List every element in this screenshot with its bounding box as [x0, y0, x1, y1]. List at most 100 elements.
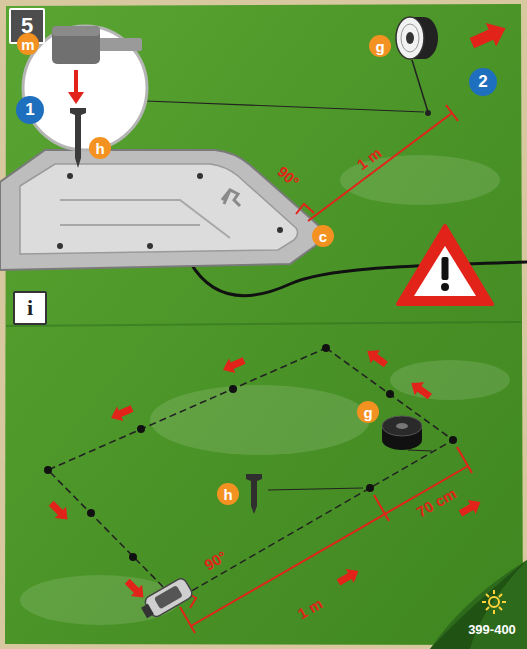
callout-number: 1: [16, 96, 44, 124]
direction-arrow: [108, 401, 136, 425]
mower-small: [138, 577, 194, 622]
magnifier: [23, 26, 147, 150]
direction-arrow: [122, 576, 150, 604]
magnifier: [52, 26, 100, 64]
pegs: [87, 509, 95, 517]
dimension-lines: [180, 447, 472, 633]
grass-texture: [390, 360, 510, 400]
callout-letter: m: [17, 33, 39, 55]
direction-arrow: [334, 564, 362, 589]
pegs: [129, 553, 137, 561]
sun-icon: [493, 590, 495, 594]
peg: [246, 474, 262, 514]
pegs: [44, 466, 52, 474]
warning-sign: [398, 226, 492, 304]
pegs: [229, 385, 237, 393]
sun-icon: [489, 597, 499, 607]
sun-icon: [486, 607, 489, 610]
leader-line: [146, 101, 424, 112]
boundary-wire-loop: [48, 348, 453, 600]
dimension: 1 m: [351, 141, 386, 174]
magnifier: [74, 70, 78, 94]
leader-line: [408, 450, 432, 451]
wire-spool: [396, 423, 408, 429]
direction-arrow: [467, 16, 511, 54]
mower: [0, 150, 321, 270]
mower: [277, 227, 283, 233]
magnifier: [98, 38, 142, 51]
wire-spool: [382, 416, 422, 450]
callout-letter: h: [89, 137, 111, 159]
sun-icon: [499, 594, 502, 597]
callout-letter: g: [369, 35, 391, 57]
dimension: 90°: [272, 160, 305, 192]
sun-icon: [486, 594, 489, 597]
sun-icon: [482, 601, 486, 603]
sun-icon: [502, 601, 506, 603]
wire-spool: [406, 32, 414, 44]
sun-icon: [482, 590, 506, 614]
dimension-lines: [191, 466, 468, 626]
callout-letter: g: [357, 401, 379, 423]
magnifier: [52, 26, 100, 36]
sun-icon: [493, 610, 495, 614]
lawn: [5, 4, 523, 645]
grass-texture: [150, 385, 370, 455]
dimension-lines: [374, 495, 389, 521]
dimension-lines: [457, 447, 472, 473]
warning-sign: [441, 283, 449, 291]
dimension: 90°: [199, 545, 232, 575]
mower: [222, 190, 240, 206]
mower-small: [154, 585, 183, 609]
mower: [147, 243, 153, 249]
sun-icon: [499, 607, 502, 610]
page-reference: 399-400: [466, 621, 518, 638]
pegs: [366, 484, 374, 492]
leader-line: [268, 488, 363, 490]
mower: [197, 173, 203, 179]
mower: [67, 173, 73, 179]
dimension: 1 m: [292, 592, 327, 623]
grass-texture: [20, 155, 510, 625]
pegs: [137, 425, 145, 433]
magnifier: [70, 108, 86, 168]
wire-spool: [396, 17, 424, 59]
mower: [60, 224, 200, 226]
callout-letter: c: [312, 225, 334, 247]
magnifier: [68, 92, 84, 104]
peg-point: [425, 110, 431, 116]
dimension-lines: [296, 204, 314, 214]
dimension-lines: [180, 607, 195, 633]
info-icon: i: [13, 291, 47, 325]
wire: [412, 60, 428, 112]
pegs: [44, 344, 457, 561]
magnifier: [23, 26, 147, 168]
wire-spool: [382, 416, 422, 436]
section-divider: [6, 322, 521, 326]
pegs: [449, 436, 457, 444]
page-corner: [430, 560, 527, 649]
pegs: [322, 344, 330, 352]
direction-arrow: [220, 353, 248, 377]
callout-number: 2: [469, 68, 497, 96]
mower: [60, 200, 230, 238]
dimension-lines: [446, 105, 458, 121]
pegs: [386, 390, 394, 398]
warning-sign: [414, 246, 476, 296]
wire-spool: [401, 24, 419, 52]
dimension: 70 cm: [411, 482, 461, 522]
direction-arrow: [456, 495, 484, 520]
warning-sign: [442, 257, 449, 280]
mower-small: [141, 604, 154, 618]
callout-letter: h: [217, 483, 239, 505]
dimension-lines: [296, 105, 458, 221]
page-fold: [430, 560, 527, 649]
direction-arrow: [407, 376, 435, 402]
mower: [0, 150, 321, 270]
direction-arrows: [46, 16, 511, 603]
dimension-lines: [308, 113, 452, 221]
mower: [20, 164, 298, 254]
